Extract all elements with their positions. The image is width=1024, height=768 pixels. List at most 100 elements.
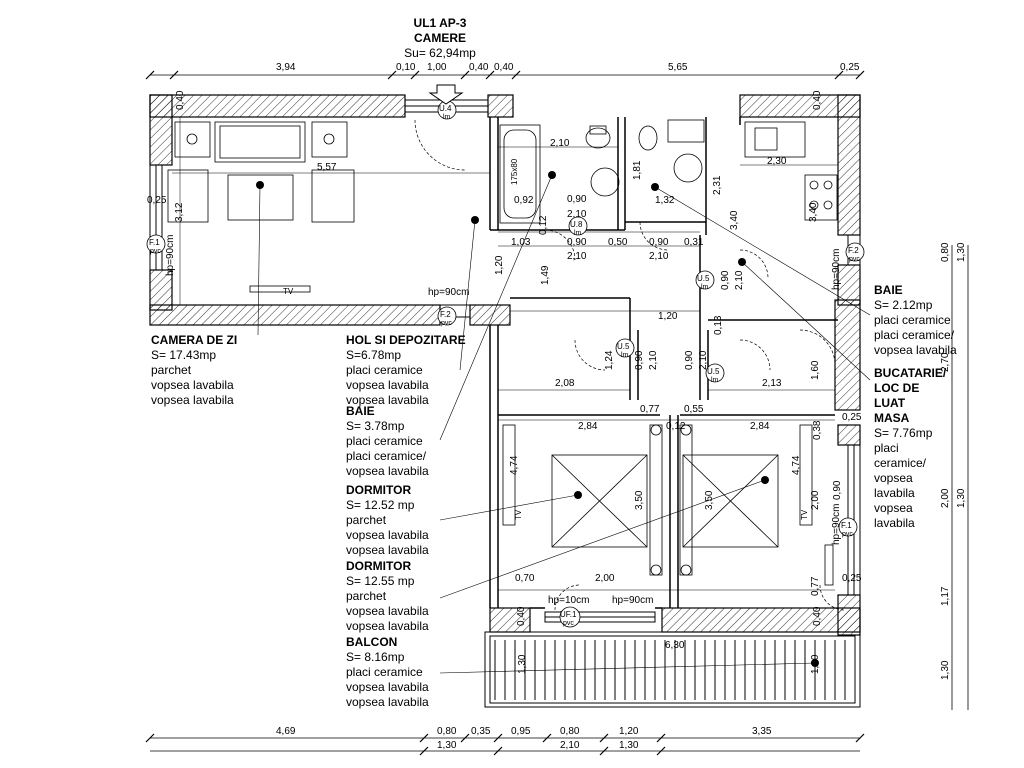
- dim-room-474b: 4,74: [791, 455, 802, 475]
- inner-dimension-lines: [172, 117, 838, 591]
- dim-room-025b: 0,25: [842, 573, 862, 584]
- dim-bottom-5: 0,80: [560, 726, 580, 737]
- dim-room-474a: 4,74: [509, 455, 520, 475]
- tag-u5a: U.5: [697, 274, 710, 283]
- dim-wc-181: 1,81: [632, 160, 643, 180]
- dim-small-090: 0,90: [634, 350, 645, 370]
- room-label-bucatarie: BUCATARIE/ LOC DE LUAT MASA S= 7.76mp pl…: [874, 366, 947, 530]
- dim-top-4: 0,40: [469, 62, 489, 73]
- apartment-title: UL1 AP-3 CAMERE Su= 62,94mp: [395, 16, 485, 61]
- dim-balcon-130a: 1,30: [517, 654, 528, 674]
- dim-bath-092: 0,92: [514, 195, 534, 206]
- dim-top-3: 1,00: [427, 62, 447, 73]
- room-label-camera-de-zi: CAMERA DE ZI S= 17.43mp parchet vopsea l…: [151, 333, 238, 407]
- dim-kitchen-340: 3,40: [729, 210, 740, 230]
- dim-bottom-630: 6,30: [665, 640, 685, 651]
- tag-f2a: F.2: [440, 310, 451, 319]
- dim-row-012: 0,12: [538, 215, 549, 235]
- dim-row-031: 0,31: [684, 237, 704, 248]
- walls: [149, 94, 861, 636]
- dim-right-4: 2,00: [940, 488, 951, 508]
- dim-row-090: 0,90: [567, 237, 587, 248]
- dim-row-103: 1,03: [511, 237, 531, 248]
- dim-bottom2-3: 1,30: [619, 740, 639, 751]
- leader-lines: [257, 174, 871, 674]
- dim-top-5: 0,40: [494, 62, 514, 73]
- tag-u4-sub: lm: [443, 114, 451, 121]
- dim-right-2: 1,30: [956, 242, 967, 262]
- tag-uf1: UF.1: [560, 610, 577, 619]
- dim-kitchen-340b: 3,40: [808, 202, 819, 222]
- dim-right-7: 1,30: [940, 660, 951, 680]
- tag-u8-sub: lm: [574, 230, 582, 237]
- furniture: [167, 119, 838, 586]
- tag-u5c-sub: lm: [711, 377, 719, 384]
- note-bath-tub: 175x80: [510, 158, 519, 185]
- dim-room-055: 0,55: [684, 404, 704, 415]
- note-hp-room: hp=90cm: [831, 503, 842, 545]
- room-label-dormitor-1: DORMITOR S= 12.52 mp parchet vopsea lava…: [346, 483, 429, 557]
- dim-hall-090: 0,90: [720, 270, 731, 290]
- dim-small-160: 1,60: [810, 360, 821, 380]
- dim-room-038: 0,38: [812, 420, 823, 440]
- dim-room-012: 0,12: [666, 421, 686, 432]
- dim-small-013: 0,13: [713, 315, 724, 335]
- dim-bath-210a: 2,10: [567, 209, 587, 220]
- dim-right-6: 1,17: [940, 586, 951, 606]
- tag-f1a: F.1: [149, 238, 160, 247]
- tag-u5c: U.5: [707, 367, 720, 376]
- dim-room-200: 2,00: [810, 490, 821, 510]
- dim-top-6: 5,65: [668, 62, 688, 73]
- dim-wc-132: 1,32: [655, 195, 675, 206]
- note-hp-balc-a: hp=10cm: [548, 595, 590, 606]
- dim-bottom-2: 0,80: [437, 726, 457, 737]
- tag-f2b: F.2: [848, 246, 859, 255]
- note-tv-c: TV: [800, 509, 809, 520]
- tag-uf1-sub: pvc: [563, 620, 574, 627]
- tag-f1a-sub: pvc: [150, 248, 161, 255]
- dim-small-210: 2,10: [648, 350, 659, 370]
- note-hp-living-v: hp=90cm: [165, 234, 176, 276]
- tag-circles: [146, 100, 865, 628]
- note-hp-living: hp=90cm: [428, 287, 470, 298]
- dim-living-left: 0,25: [147, 195, 167, 206]
- dim-room-090: 0,90: [832, 480, 843, 500]
- dim-right-5: 1,30: [956, 488, 967, 508]
- tag-u5a-sub: lm: [701, 284, 709, 291]
- room-markers: [256, 171, 819, 667]
- dim-hall-210: 2,10: [734, 270, 745, 290]
- dim-wall-top-left: 0,40: [175, 90, 186, 110]
- dim-room-350b: 3,50: [704, 490, 715, 510]
- tag-f2a-sub: pvc: [441, 320, 452, 327]
- dimension-lines: [145, 70, 969, 756]
- dim-bottom-040b: 0,40: [812, 606, 823, 626]
- title-line2: CAMERE: [413, 31, 466, 45]
- dim-bath-090a: 0,90: [567, 194, 587, 205]
- dim-room-077: 0,77: [640, 404, 660, 415]
- tag-u5b-sub: lm: [621, 352, 629, 359]
- dim-right-3: 2,70: [940, 352, 951, 372]
- note-tv-b: TV: [514, 509, 523, 520]
- dim-room-284b: 2,84: [750, 421, 770, 432]
- tag-f1b-sub: pvc: [842, 531, 853, 538]
- tag-f2b-sub: pvc: [849, 256, 860, 263]
- dim-row-210a: 2,10: [567, 251, 587, 262]
- dim-room-070: 0,70: [515, 573, 535, 584]
- dim-bottom-040a: 0,40: [516, 606, 527, 626]
- dim-room-208: 2,08: [555, 378, 575, 389]
- note-hp-balc-b: hp=90cm: [612, 595, 654, 606]
- dim-kitchen-230: 2,30: [767, 156, 787, 167]
- dim-bottom2-1: 1,30: [437, 740, 457, 751]
- title-line1: UL1 AP-3: [413, 16, 467, 30]
- dim-living-width: 5,57: [317, 162, 337, 173]
- dim-bottom2-2: 2,10: [560, 740, 580, 751]
- dim-bottom-4: 0,95: [511, 726, 531, 737]
- note-hp-kitchen: hp=90cm: [831, 248, 842, 290]
- dim-hall-120b: 1,20: [658, 311, 678, 322]
- dim-hall-149: 1,49: [540, 265, 551, 285]
- dim-room-284a: 2,84: [578, 421, 598, 432]
- dim-bath-w: 2,10: [550, 138, 570, 149]
- dim-bottom-7: 3,35: [752, 726, 772, 737]
- dim-bottom-3: 0,35: [471, 726, 491, 737]
- tag-f1b: F.1: [841, 521, 852, 530]
